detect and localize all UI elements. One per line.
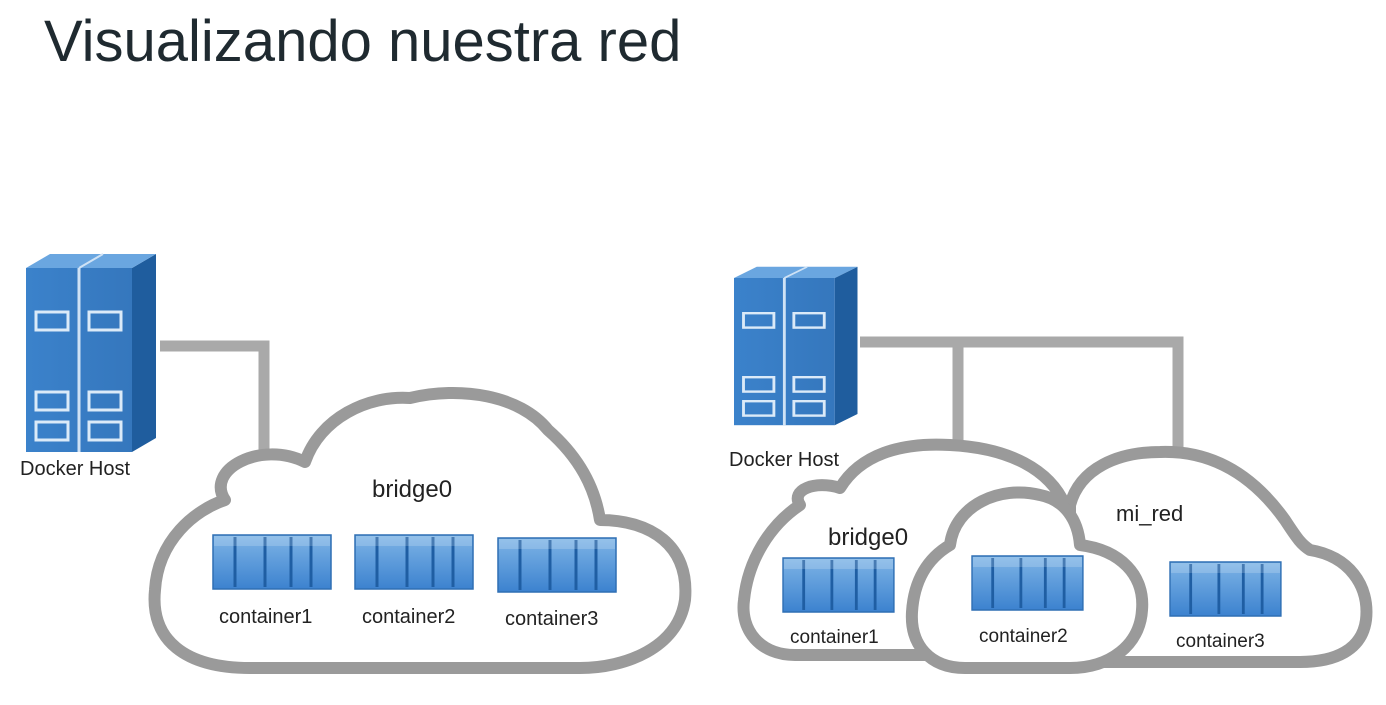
- docker-host-label: Docker Host: [20, 458, 130, 480]
- page-title: Visualizando nuestra red: [44, 9, 682, 74]
- container3-block: [1168, 560, 1283, 618]
- container3-label: container3: [505, 608, 598, 630]
- container3-label: container3: [1176, 631, 1265, 652]
- container1-block: [781, 556, 896, 614]
- docker-host-label: Docker Host: [729, 449, 839, 471]
- container2-label: container2: [979, 626, 1068, 647]
- container1-block: [211, 533, 333, 591]
- container1-label: container1: [790, 627, 879, 648]
- container2-block: [353, 533, 475, 591]
- container1-label: container1: [219, 606, 312, 628]
- mi-red-label: mi_red: [1116, 501, 1183, 526]
- container3-block: [496, 536, 618, 594]
- right-diagram: Docker Host bridge0 mi_red container1 co…: [729, 265, 1373, 674]
- container2-block: [970, 554, 1085, 612]
- bridge0-label: bridge0: [828, 524, 908, 551]
- docker-host-server-icon: [24, 252, 158, 454]
- docker-host-server-icon: [732, 265, 859, 427]
- network-cable: [160, 340, 270, 458]
- network-cable: [860, 336, 1184, 450]
- container2-label: container2: [362, 606, 455, 628]
- bridge0-label: bridge0: [372, 476, 452, 503]
- left-diagram: Docker Host bridge0 container1 container…: [20, 252, 692, 674]
- bridge0-cloud: [148, 387, 692, 674]
